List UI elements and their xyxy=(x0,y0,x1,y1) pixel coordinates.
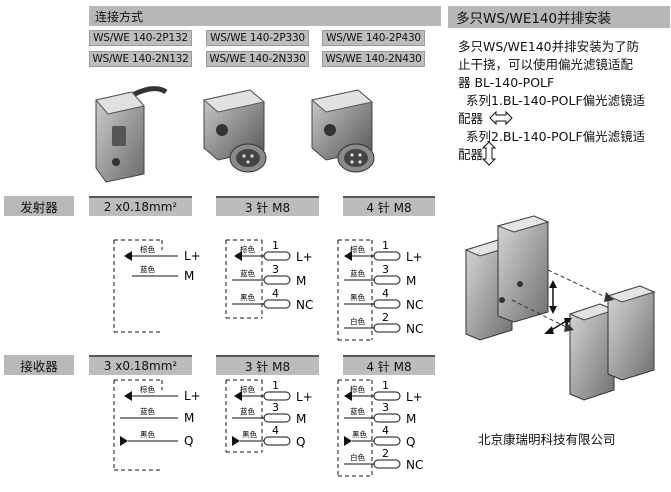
svg-text:NC: NC xyxy=(406,458,423,472)
model-box: WS/WE 140-2P132 xyxy=(89,30,192,46)
svg-text:M: M xyxy=(296,412,306,426)
svg-text:1: 1 xyxy=(272,239,279,252)
receiver-col2-header: 3 针 M8 xyxy=(216,355,319,375)
series1-line2: 配器 xyxy=(458,111,484,126)
svg-text:2: 2 xyxy=(382,311,389,324)
svg-text:4: 4 xyxy=(382,424,389,437)
right-desc-line2: 止干挠，可以使用偏光滤镜适配 xyxy=(458,57,634,72)
sensor-photo-4pin xyxy=(310,89,375,173)
right-desc-line3: 器 BL-140-POLF xyxy=(458,75,555,90)
svg-text:M: M xyxy=(406,412,416,426)
receiver-4pin-diagram: 棕色 蓝色 黑色 白色 1 3 4 2 L+ M Q NC xyxy=(337,379,423,477)
connection-header: 连接方式 xyxy=(89,6,441,26)
svg-text:蓝色: 蓝色 xyxy=(350,406,365,416)
svg-text:黑色: 黑色 xyxy=(352,429,367,439)
svg-text:3: 3 xyxy=(272,401,279,414)
receiver-col3-header: 4 针 M8 xyxy=(343,355,435,375)
receiver-3pin-diagram: 棕色 蓝色 黑色 1 3 4 L+ M Q xyxy=(225,379,313,453)
svg-text:4: 4 xyxy=(272,424,279,437)
svg-text:3: 3 xyxy=(272,263,279,276)
svg-text:NC: NC xyxy=(296,298,313,312)
svg-text:黑色: 黑色 xyxy=(350,292,365,302)
svg-text:黑色: 黑色 xyxy=(140,429,155,439)
signal-lplus: L+ xyxy=(184,249,201,263)
svg-text:3: 3 xyxy=(382,401,389,414)
model-box: WS/WE 140-2P330 xyxy=(206,30,309,46)
svg-text:棕色: 棕色 xyxy=(240,244,255,254)
svg-text:3: 3 xyxy=(382,263,389,276)
led-triangle-icon xyxy=(124,251,132,261)
company-name: 北京康瑞明科技有限公司 xyxy=(478,432,616,447)
svg-text:黑色: 黑色 xyxy=(242,429,257,439)
model-box: WS/WE 140-2N132 xyxy=(89,51,192,67)
emitter-col2-header: 3 针 M8 xyxy=(216,196,319,216)
svg-text:1: 1 xyxy=(382,379,389,392)
right-title: 多只WS/WE140并排安装 xyxy=(448,6,670,28)
signal-m: M xyxy=(184,269,194,283)
svg-text:L+: L+ xyxy=(296,390,313,404)
right-desc-line1: 多只WS/WE140并排安装为了防 xyxy=(458,39,640,54)
model-box: WS/WE 140-2N330 xyxy=(206,51,309,67)
svg-text:Q: Q xyxy=(296,435,305,449)
receiver-col1-header: 3 x0.18mm² xyxy=(89,355,192,375)
svg-text:Q: Q xyxy=(406,435,415,449)
svg-text:L+: L+ xyxy=(406,250,423,264)
svg-text:NC: NC xyxy=(406,298,423,312)
svg-text:L+: L+ xyxy=(184,389,201,403)
emitter-col3-header: 4 针 M8 xyxy=(343,196,435,216)
model-box: WS/WE 140-2N430 xyxy=(322,51,425,67)
svg-text:黑色: 黑色 xyxy=(240,292,255,302)
sensor-photo-cable xyxy=(95,86,168,183)
emitter-3pin-diagram: 棕色 蓝色 黑色 1 3 4 L+ M NC xyxy=(225,239,313,319)
series2-line1: 系列2.BL-140-POLF偏光滤镜适 xyxy=(466,129,646,144)
svg-text:1: 1 xyxy=(382,239,389,252)
svg-text:棕色: 棕色 xyxy=(240,384,255,394)
series1-line1: 系列1.BL-140-POLF偏光滤镜适 xyxy=(466,93,646,108)
svg-text:M: M xyxy=(406,274,416,288)
svg-text:2: 2 xyxy=(382,447,389,460)
svg-text:棕色: 棕色 xyxy=(140,384,155,394)
receiver-cable-diagram: 棕色 蓝色 黑色 L+ M Q xyxy=(113,379,201,471)
svg-text:白色: 白色 xyxy=(350,316,365,326)
svg-text:NC: NC xyxy=(406,322,423,336)
wire-label-brown: 棕色 xyxy=(140,244,155,254)
svg-text:4: 4 xyxy=(382,287,389,300)
series2-line2: 配器 xyxy=(458,147,484,162)
svg-text:蓝色: 蓝色 xyxy=(240,268,255,278)
horizontal-double-arrow-icon xyxy=(489,110,513,126)
svg-text:L+: L+ xyxy=(406,390,423,404)
svg-text:蓝色: 蓝色 xyxy=(350,268,365,278)
svg-text:棕色: 棕色 xyxy=(350,244,365,254)
wire-label-blue: 蓝色 xyxy=(140,264,155,274)
emitter-cable-diagram: 棕色 蓝色 L+ M xyxy=(113,239,201,333)
svg-text:L+: L+ xyxy=(296,250,313,264)
svg-text:棕色: 棕色 xyxy=(350,384,365,394)
svg-text:M: M xyxy=(184,411,194,425)
svg-text:1: 1 xyxy=(272,379,279,392)
vertical-double-arrow-icon xyxy=(481,141,497,166)
receiver-label: 接收器 xyxy=(4,355,74,375)
emitter-4pin-diagram: 棕色 蓝色 黑色 白色 1 3 4 2 L+ M NC NC xyxy=(337,239,423,341)
svg-text:蓝色: 蓝色 xyxy=(140,406,155,416)
svg-text:蓝色: 蓝色 xyxy=(240,406,255,416)
sensor-photo-3pin xyxy=(202,89,267,173)
connection-title: 连接方式 xyxy=(95,9,144,24)
model-box: WS/WE 140-2P430 xyxy=(322,30,425,46)
side-by-side-mounting-illustration xyxy=(464,215,656,401)
svg-text:白色: 白色 xyxy=(350,452,365,462)
svg-text:M: M xyxy=(296,274,306,288)
emitter-label: 发射器 xyxy=(4,196,74,216)
svg-text:Q: Q xyxy=(184,434,193,448)
emitter-col1-header: 2 x0.18mm² xyxy=(89,196,192,216)
svg-text:4: 4 xyxy=(272,287,279,300)
